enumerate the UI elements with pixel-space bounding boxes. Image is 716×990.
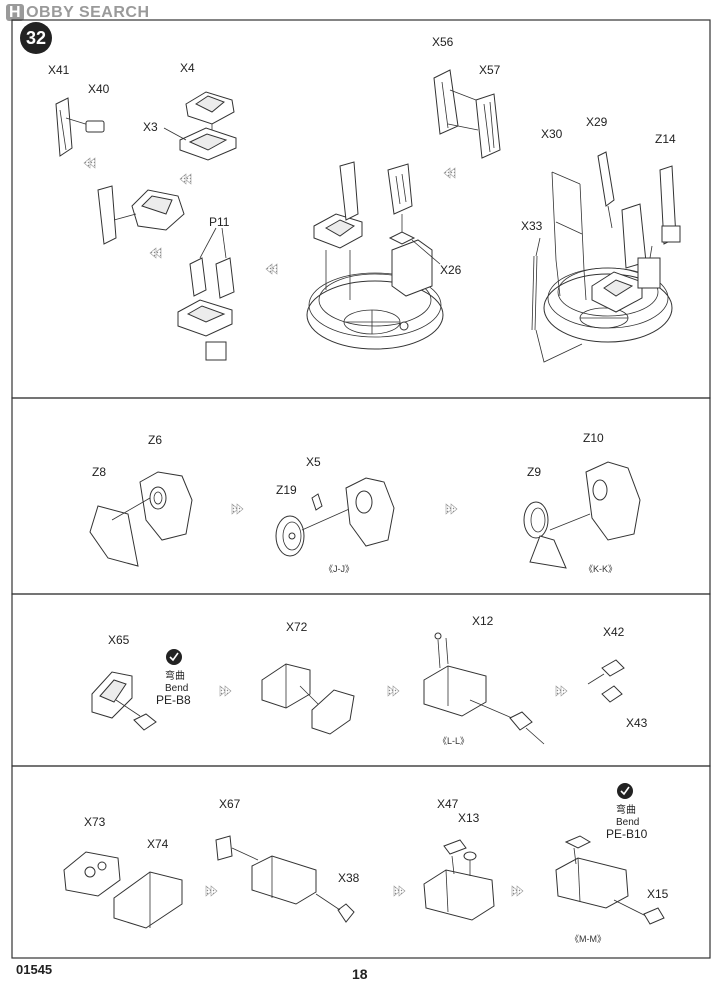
part-x67-box bbox=[251, 855, 317, 905]
label-z8: Z8 bbox=[92, 465, 106, 479]
label-x47: X47 bbox=[437, 797, 459, 811]
turret-base-center bbox=[306, 161, 444, 350]
flow-arrow bbox=[443, 167, 456, 179]
label-x40: X40 bbox=[88, 82, 110, 96]
flow-arrow bbox=[445, 503, 458, 515]
label-x3: X3 bbox=[143, 120, 158, 134]
page-number: 18 bbox=[352, 966, 368, 982]
label-x13: X13 bbox=[458, 811, 480, 825]
flow-arrow bbox=[219, 685, 232, 697]
flow-arrow bbox=[393, 885, 406, 897]
bend-cn: 弯曲 bbox=[616, 803, 636, 816]
part-x73 bbox=[63, 851, 121, 897]
panel-3: 弯曲 Bend PE-B8 《L-L》 X65 X72 bbox=[91, 614, 648, 746]
part-z6 bbox=[111, 471, 193, 541]
flow-arrow bbox=[265, 263, 278, 275]
label-x74: X74 bbox=[147, 837, 169, 851]
label-x42: X42 bbox=[603, 625, 625, 639]
label-x41: X41 bbox=[48, 63, 70, 77]
bend-cn: 弯曲 bbox=[165, 669, 185, 682]
part-pe-b8 bbox=[133, 713, 157, 731]
flow-arrow bbox=[511, 885, 524, 897]
label-x57: X57 bbox=[479, 63, 501, 77]
panel-2: 《J-J》 《K-K》 Z6 Z8 X5 Z19 Z10 Z9 bbox=[89, 431, 641, 574]
watermark-text: OBBY SEARCH bbox=[26, 4, 150, 21]
panel-1: X41 X40 X4 X3 X56 X57 X30 X29 Z14 P11 X3… bbox=[48, 35, 681, 363]
part-x42 bbox=[587, 659, 625, 685]
part-p11 bbox=[177, 227, 235, 361]
part-x56 bbox=[433, 69, 479, 135]
panel-4: 弯曲 Bend PE-B10 《M-M》 X73 X74 X67 X38 X47… bbox=[63, 783, 669, 944]
part-pe-b10-assembly bbox=[555, 835, 665, 925]
part-x38 bbox=[337, 903, 355, 923]
label-z6: Z6 bbox=[148, 433, 162, 447]
part-z6-assembled bbox=[345, 477, 395, 547]
turret-base-right bbox=[531, 151, 681, 363]
flow-arrow bbox=[149, 247, 162, 259]
flow-arrow bbox=[231, 503, 244, 515]
step-number: 32 bbox=[20, 22, 52, 54]
part-z8 bbox=[89, 505, 139, 567]
flow-arrow bbox=[387, 685, 400, 697]
label-z19: Z19 bbox=[276, 483, 297, 497]
label-z14: Z14 bbox=[655, 132, 676, 146]
label-x26: X26 bbox=[440, 263, 462, 277]
part-x5 bbox=[311, 493, 323, 511]
part-x4 bbox=[185, 91, 235, 140]
part-x72 bbox=[261, 663, 355, 735]
bend-icon bbox=[166, 649, 182, 665]
bend-part: PE-B10 bbox=[606, 827, 648, 841]
product-code: 01545 bbox=[16, 962, 53, 977]
part-x47-x13-assembly bbox=[423, 839, 495, 921]
part-x57 bbox=[475, 93, 501, 159]
part-x74 bbox=[113, 871, 183, 929]
label-z10: Z10 bbox=[583, 431, 604, 445]
label-x29: X29 bbox=[586, 115, 608, 129]
part-x12-assembly bbox=[423, 632, 545, 745]
label-x72: X72 bbox=[286, 620, 308, 634]
label-x43: X43 bbox=[626, 716, 648, 730]
part-z10 bbox=[549, 461, 641, 541]
part-x3 bbox=[163, 127, 237, 161]
label-x12: X12 bbox=[472, 614, 494, 628]
label-x33: X33 bbox=[521, 219, 543, 233]
part-z19 bbox=[275, 505, 357, 557]
label-x5: X5 bbox=[306, 455, 321, 469]
part-x65 bbox=[91, 671, 141, 719]
bend-en: Bend bbox=[616, 817, 639, 828]
part-x40 bbox=[85, 120, 105, 133]
flow-arrow bbox=[555, 685, 568, 697]
label-p11: P11 bbox=[209, 215, 230, 229]
label-x38: X38 bbox=[338, 871, 360, 885]
part-x67 bbox=[215, 835, 259, 861]
label-x73: X73 bbox=[84, 815, 106, 829]
label-x65: X65 bbox=[108, 633, 130, 647]
flow-arrow bbox=[83, 157, 96, 169]
flow-arrow bbox=[179, 173, 192, 185]
section-kk: 《K-K》 bbox=[584, 564, 617, 574]
label-x30: X30 bbox=[541, 127, 563, 141]
label-x4: X4 bbox=[180, 61, 195, 75]
part-x43 bbox=[601, 685, 623, 703]
label-z9: Z9 bbox=[527, 465, 541, 479]
part-z9 bbox=[523, 501, 567, 569]
section-jj: 《J-J》 bbox=[324, 564, 354, 574]
bend-en: Bend bbox=[165, 683, 188, 694]
bend-icon bbox=[617, 783, 633, 799]
label-x67: X67 bbox=[219, 797, 241, 811]
bend-part: PE-B8 bbox=[156, 693, 191, 707]
seat-subassembly bbox=[97, 185, 185, 245]
section-ll: 《L-L》 bbox=[438, 736, 469, 746]
label-x56: X56 bbox=[432, 35, 454, 49]
label-x15: X15 bbox=[647, 887, 669, 901]
flow-arrow bbox=[205, 885, 218, 897]
watermark-badge: H bbox=[6, 4, 25, 21]
section-mm: 《M-M》 bbox=[570, 934, 606, 944]
panel-4-frame bbox=[11, 765, 711, 959]
part-p11-lower bbox=[205, 341, 227, 361]
